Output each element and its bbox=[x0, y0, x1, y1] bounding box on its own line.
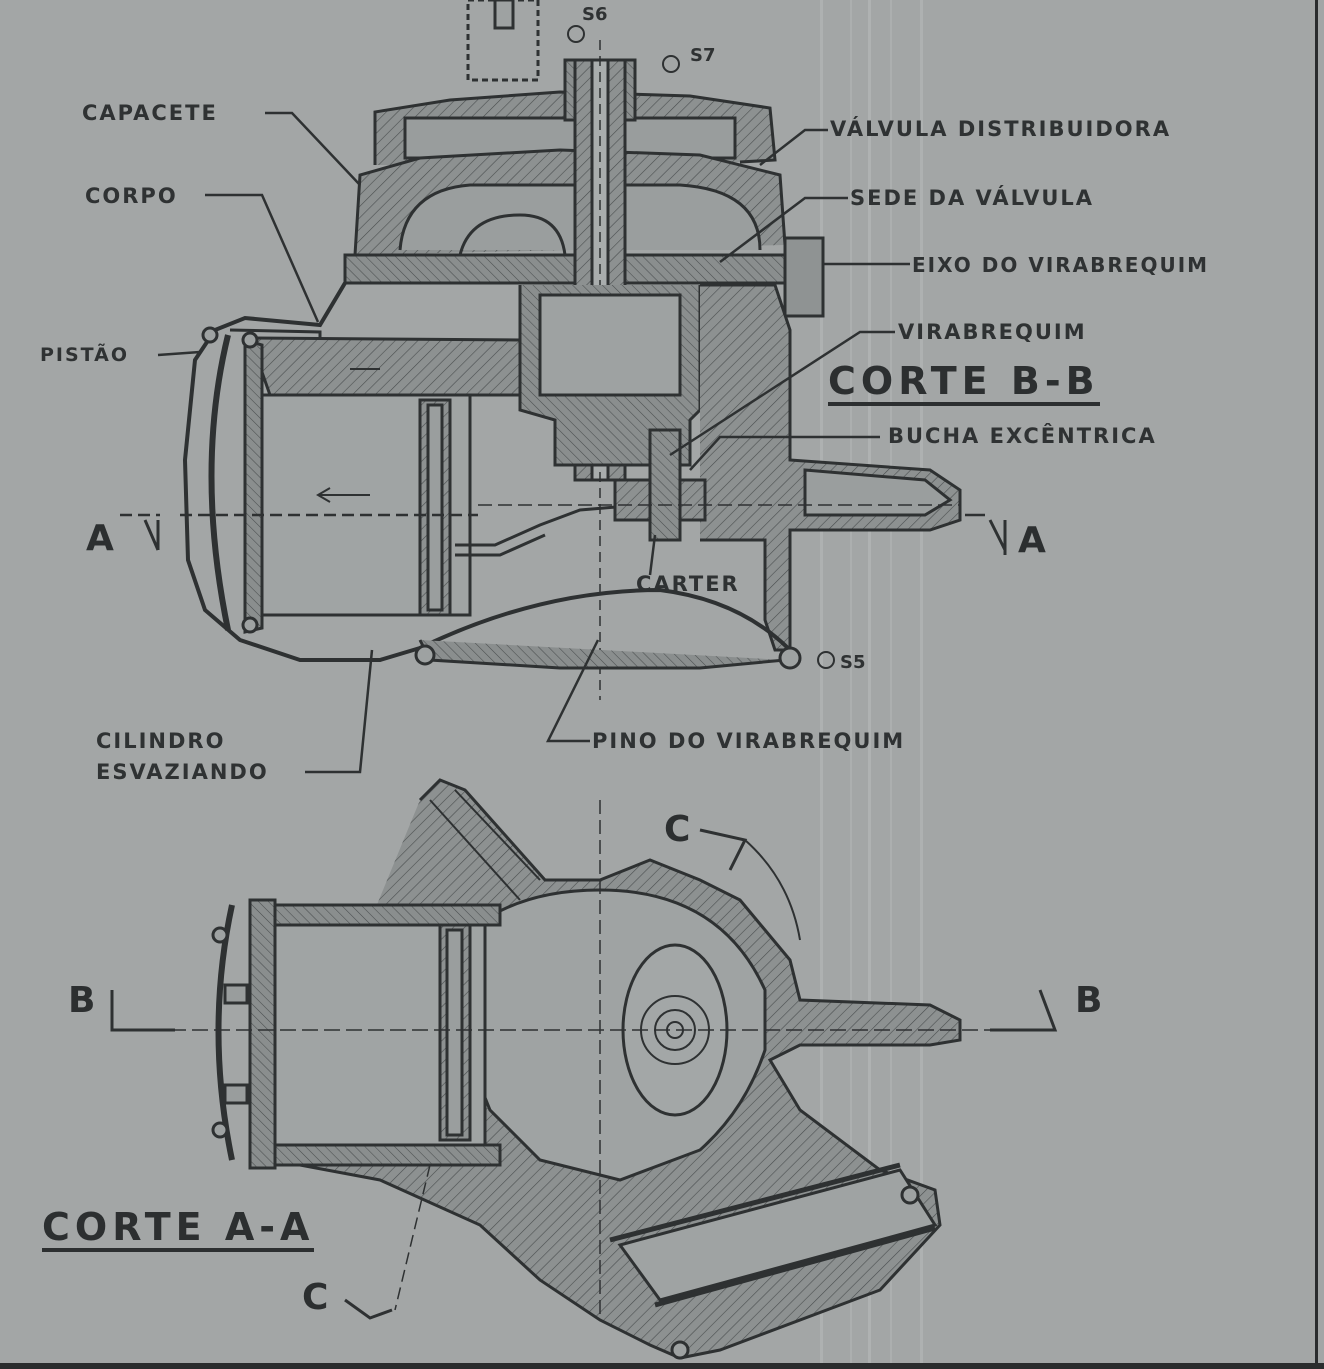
label-bucha-excentrica: BUCHA EXCÊNTRICA bbox=[888, 424, 1157, 448]
section-mark-c-bottom: C bbox=[302, 1277, 329, 1318]
label-virabrequim: VIRABREQUIM bbox=[898, 320, 1087, 344]
title-corte-aa: CORTE A-A bbox=[42, 1208, 315, 1252]
frame-right-edge bbox=[1315, 0, 1318, 1369]
section-mark-b-left: B bbox=[68, 980, 96, 1021]
label-pistao: PISTÃO bbox=[40, 344, 130, 366]
label-capacete: CAPACETE bbox=[82, 101, 218, 125]
section-mark-lines bbox=[110, 519, 1058, 1320]
section-mark-b-right: B bbox=[1075, 980, 1103, 1021]
leader-lines-bb bbox=[120, 111, 985, 774]
section-bb-drawing bbox=[182, 0, 962, 700]
section-mark-a-left: A bbox=[86, 518, 114, 559]
label-valvula-distribuidora: VÁLVULA DISTRIBUIDORA bbox=[830, 117, 1172, 141]
label-corpo: CORPO bbox=[85, 184, 178, 208]
scan-bands bbox=[820, 0, 923, 1369]
label-s7: S7 bbox=[690, 45, 716, 66]
label-sede-da-valvula: SEDE DA VÁLVULA bbox=[850, 186, 1095, 210]
label-eixo-do-virabrequim: EIXO DO VIRABREQUIM bbox=[912, 253, 1210, 277]
label-esvaziando: ESVAZIANDO bbox=[96, 760, 269, 784]
label-pino-do-virabrequim: PINO DO VIRABREQUIM bbox=[592, 729, 906, 753]
label-s5: S5 bbox=[840, 652, 866, 673]
section-mark-a-right: A bbox=[1018, 520, 1046, 561]
label-s6: S6 bbox=[582, 4, 608, 25]
title-corte-bb: CORTE B-B bbox=[828, 362, 1100, 406]
label-cilindro: CILINDRO bbox=[96, 729, 226, 753]
section-mark-c-top: C bbox=[664, 809, 691, 850]
frame-bottom-edge bbox=[0, 1363, 1324, 1369]
section-aa-drawing bbox=[170, 778, 1020, 1360]
label-carter: CARTER bbox=[636, 572, 740, 596]
